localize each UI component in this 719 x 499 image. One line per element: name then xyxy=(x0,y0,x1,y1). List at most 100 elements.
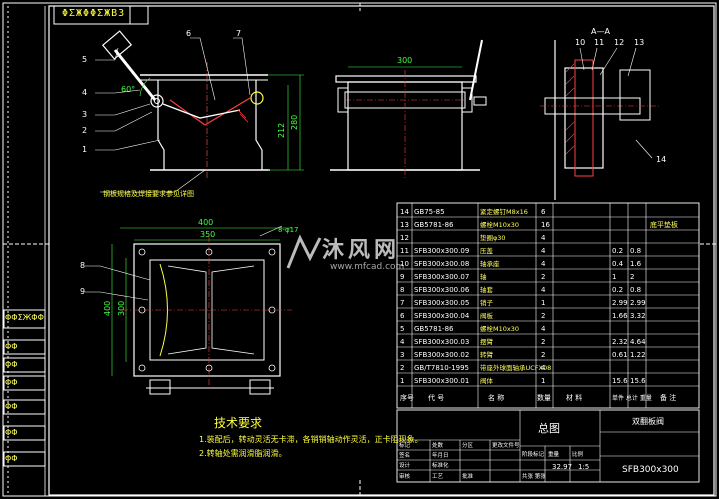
bom-cell-code: SFB300x300.01 xyxy=(414,377,469,385)
hole-label: 8-φ17 xyxy=(278,226,299,234)
bom-cell-qty: 4 xyxy=(541,234,546,242)
bom-cell-code: GB5781-86 xyxy=(414,325,454,333)
side-plate-2 xyxy=(204,97,251,126)
side-tag-4: ΦΦ xyxy=(5,402,18,411)
side-tag-2: ΦΦ xyxy=(5,360,18,369)
side-pivot-left xyxy=(150,94,164,108)
title-block-cell: 签名 xyxy=(399,451,410,459)
title-block-cells: 标记处数分区更改文件号签名年月日设计标准化阶段标记重量比例审核工艺批准共张 第张 xyxy=(399,441,584,480)
dim-280-label: 280 xyxy=(290,115,299,130)
side-body-right xyxy=(255,80,263,170)
title-block-cell: 年月日 xyxy=(432,451,449,459)
bom-cell-no: 8 xyxy=(400,286,404,294)
bom-cell-no: 4 xyxy=(400,338,405,346)
bom-cell-name: 带座外球面轴承UCFX08 xyxy=(480,363,551,372)
bom-cell-qty: 6 xyxy=(541,208,546,216)
watermark-url: www.mfcad.com xyxy=(330,262,405,272)
title-block-cell: 标记 xyxy=(399,441,411,449)
bom-cell-qty: 2 xyxy=(541,338,545,346)
side-tag-1: ΦΦ xyxy=(5,342,18,351)
plan-plate-curve xyxy=(167,265,207,355)
dim-300-label: 300 xyxy=(397,56,412,65)
bom-cell-code: SFB300x300.06 xyxy=(414,286,470,294)
section-hub xyxy=(619,69,651,121)
bom-cell-name: 垫圈φ30 xyxy=(480,233,506,242)
bom-cell-qty: 1 xyxy=(541,299,545,307)
bom-cell-no: 12 xyxy=(400,234,409,242)
bom-cell-name: 阀体 xyxy=(480,376,494,385)
bom-cell-no: 13 xyxy=(400,221,409,229)
dim-350-label: 350 xyxy=(200,230,215,239)
bom-cell-qty: 4 xyxy=(541,325,546,333)
balloon-5: 5 xyxy=(82,55,87,64)
bom-cell-no: 5 xyxy=(400,325,404,333)
bom-cell-name: 转臂 xyxy=(480,350,494,359)
bom-cell-w2: 4.64 xyxy=(630,338,646,346)
bom-cell-code: SFB300x300.03 xyxy=(414,338,469,346)
company-name: 双翻板阀 xyxy=(632,416,664,426)
side-pivot-left-in xyxy=(154,98,160,104)
balloon-11: 11 xyxy=(594,38,604,47)
bom-cell-w1: 2.32 xyxy=(612,338,628,346)
bom-cell-code: SFB300x300.04 xyxy=(414,312,470,320)
title-block-cell: 批准 xyxy=(462,472,474,480)
bom-cell-no: 7 xyxy=(400,299,404,307)
watermark-icon xyxy=(286,234,322,269)
section-bearing xyxy=(574,59,594,177)
bom-cell-no: 11 xyxy=(400,247,409,255)
balloon-9: 9 xyxy=(80,287,85,296)
title-block-cell: 比例 xyxy=(572,450,584,458)
side-angle-arc xyxy=(139,77,151,97)
bom-cell-w1: 0.4 xyxy=(612,260,624,268)
bom-cell-code: SFB300x300.02 xyxy=(414,351,469,359)
bom-cell-name: 阀板 xyxy=(480,311,494,320)
bom-h-note: 备 注 xyxy=(660,393,676,402)
balloon-7: 7 xyxy=(236,29,241,38)
dim-h300-label: 300 xyxy=(117,301,126,316)
plan-bearing-br xyxy=(249,379,271,395)
bom-cell-name: 轴 xyxy=(480,272,487,281)
side-hatch xyxy=(237,109,249,123)
side-body-left xyxy=(157,80,165,170)
bom-cell-w2: 3.32 xyxy=(630,312,646,320)
dim-400-label: 400 xyxy=(198,218,213,227)
section-leaders xyxy=(579,47,653,159)
title-block-cell: 工艺 xyxy=(432,473,444,480)
bom-cell-no: 1 xyxy=(400,377,404,385)
title-block-cell: 标准化 xyxy=(432,461,449,469)
title-block-cell: 阶段标记 xyxy=(522,450,545,458)
side-tag-boxes xyxy=(3,309,46,467)
bom-cell-w2: 15.6 xyxy=(630,377,646,385)
bom-cell-w1: 0.2 xyxy=(612,247,623,255)
bom-cell-qty: 2 xyxy=(541,312,545,320)
balloon-12: 12 xyxy=(614,38,624,47)
balloon-14: 14 xyxy=(656,155,666,164)
front-view: 300 xyxy=(330,39,487,178)
plan-bearing-bl xyxy=(149,379,171,395)
side-counterweight xyxy=(101,30,133,60)
section-label: A—A xyxy=(591,27,610,36)
bom-cell-w1: 1 xyxy=(612,273,616,281)
bom-cell-no: 14 xyxy=(400,208,409,216)
bom-cell-qty: 1 xyxy=(541,377,545,385)
bom-table xyxy=(396,202,700,409)
bom-cell-name: 轴承座 xyxy=(480,259,500,268)
side-tag-0: ΦΦΣЖΦΦ xyxy=(5,313,44,322)
bom-h-qty: 数量 xyxy=(537,393,551,402)
balloon-13: 13 xyxy=(634,38,644,47)
title-block-cell: 更改文件号 xyxy=(492,441,520,449)
balloon-10: 10 xyxy=(575,38,585,47)
bom-cell-code: SFB300x300.07 xyxy=(414,273,469,281)
bom-cell-w1: 0.61 xyxy=(612,351,628,359)
inner-border xyxy=(48,5,715,496)
bom-cell-w2: 2 xyxy=(630,273,634,281)
bom-cell-qty: 4 xyxy=(541,247,546,255)
bom-cell-code: SFB300x300.05 xyxy=(414,299,469,307)
drawing-number: SFB300x300 xyxy=(622,465,679,475)
bom-cell-w1: 2.99 xyxy=(612,299,628,307)
bom-h-w: 单件 总计 重量 xyxy=(612,394,652,402)
front-bearing-r xyxy=(461,87,473,113)
balloon-3: 3 xyxy=(82,110,87,119)
title-block-cell: 重量 xyxy=(548,450,560,458)
